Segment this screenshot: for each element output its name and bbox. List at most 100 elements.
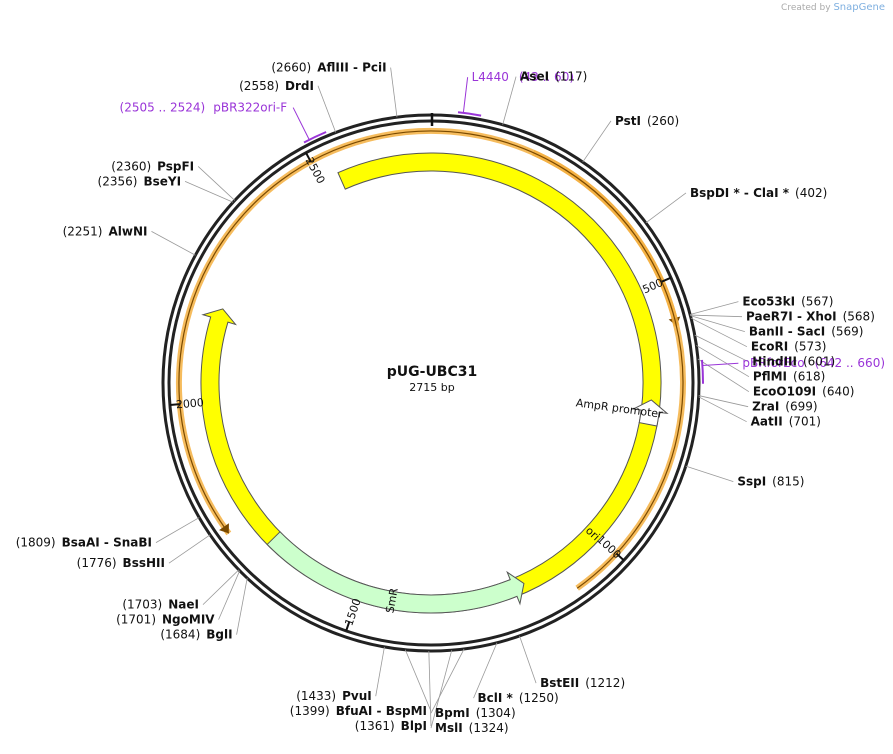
site-position: (567)	[801, 295, 833, 309]
leader-bfuai	[404, 649, 432, 712]
site-enzyme: BglI	[206, 628, 232, 642]
site-enzyme: ZraI	[752, 400, 779, 414]
site-position: (1809)	[16, 536, 56, 550]
site-msli[interactable]: MslI(1324)	[435, 721, 509, 735]
site-enzyme-extra: - PciI	[349, 61, 387, 75]
site-alwni[interactable]: (2251)AlwNI	[63, 224, 148, 238]
site-position: (601)	[803, 355, 835, 369]
site-position: (1399)	[290, 704, 330, 718]
site-paer7i[interactable]: PaeR7I - XhoI(568)	[746, 310, 875, 324]
site-eco53ki[interactable]: Eco53kI (567)	[742, 295, 833, 309]
ring-tick-2000	[169, 403, 180, 406]
site-position: (568)	[843, 310, 875, 324]
site-position: (701)	[789, 415, 821, 429]
leader-bpmi	[430, 648, 465, 714]
primer-range: (642 .. 660)	[815, 356, 885, 370]
primer-range: (43 .. 60)	[519, 70, 574, 84]
site-bsteii[interactable]: BstEII(1212)	[540, 676, 625, 690]
site-position: (1304)	[476, 706, 516, 720]
site-enzyme: Eco53kI	[742, 295, 795, 309]
site-bgli[interactable]: (1684)BglI	[160, 628, 232, 642]
site-position: (1361)	[355, 719, 395, 733]
site-asei[interactable]: AseI(117)	[520, 70, 587, 84]
site-position: (2360)	[111, 159, 151, 173]
site-enzyme: NaeI	[168, 598, 199, 612]
site-enzyme: MslI	[435, 721, 463, 735]
site-enzyme: PvuI	[342, 689, 372, 703]
ring-tick-1500	[345, 621, 351, 632]
leader-psti	[582, 120, 612, 163]
site-position: (569)	[831, 325, 863, 339]
primer-pbrforeco[interactable]	[701, 359, 705, 384]
site-position: (1776)	[77, 556, 117, 570]
site-ngomiv[interactable]: (1701)NgoMIV	[116, 613, 215, 627]
leader-ngomiv	[218, 570, 241, 620]
site-enzyme-extra: - XhoI	[793, 310, 837, 324]
ring-tick-500	[661, 276, 672, 283]
primer-label-pbrforeco[interactable]: pBRforEco(642 .. 660)	[742, 356, 885, 370]
site-position: (640)	[822, 385, 854, 399]
site-enzyme: AatII	[751, 415, 783, 429]
site-pspfi[interactable]: (2360)PspFI	[111, 159, 194, 173]
primer-l4440[interactable]	[457, 111, 482, 117]
site-enzyme: BlpI	[401, 719, 427, 733]
leader-msli	[430, 650, 453, 729]
leader-zrai	[698, 395, 749, 408]
site-enzyme: HindIII	[752, 355, 797, 369]
feature-label-smr: SmR	[383, 587, 400, 615]
site-ecoo109i[interactable]: EcoO109I (640)	[753, 385, 855, 399]
site-hindiii[interactable]: HindIII (601)	[752, 355, 835, 369]
primer-label-l4440[interactable]: L4440(43 .. 60)	[472, 70, 574, 84]
site-position: (2558)	[239, 79, 279, 93]
site-bpmi[interactable]: BpmI(1304)	[435, 706, 516, 720]
site-ecori[interactable]: EcoRI(573)	[751, 340, 827, 354]
site-enzyme: NgoMIV	[162, 613, 215, 627]
site-position: (402)	[795, 186, 827, 200]
site-enzyme: EcoO109I	[753, 385, 816, 399]
primer-leader-pbrforeco	[702, 362, 739, 367]
leader-asei	[502, 76, 517, 125]
site-position: (573)	[794, 340, 826, 354]
site-psti[interactable]: PstI(260)	[615, 114, 679, 128]
primer-pbr322ori-f[interactable]	[303, 131, 327, 144]
ring-tick-label-2500: 2500	[303, 155, 328, 186]
site-afliii[interactable]: (2660)AflIII - PciI	[271, 61, 386, 75]
site-enzyme-extra: - SacI	[784, 325, 826, 339]
orf-line-1	[178, 130, 684, 589]
site-enzyme-extra: - ClaI *	[740, 186, 790, 200]
site-enzyme-extra: - SnaBI	[100, 536, 152, 550]
leader-aatii	[698, 396, 747, 423]
primer-range: (2505 .. 2524)	[120, 101, 206, 115]
site-bfuai[interactable]: (1399) BfuAI - BspMI	[290, 704, 427, 718]
site-zrai[interactable]: ZraI(699)	[752, 400, 817, 414]
snapgene-credit: Created by SnapGene	[781, 2, 885, 13]
leader-naei	[202, 569, 240, 605]
site-banii[interactable]: BanII - SacI (569)	[749, 325, 864, 339]
site-enzyme-extra: - BspMI	[372, 704, 427, 718]
site-aatii[interactable]: AatII (701)	[751, 415, 821, 429]
site-bsaai[interactable]: (1809)BsaAI - SnaBI	[16, 536, 152, 550]
site-enzyme: BanII	[749, 325, 784, 339]
site-enzyme: BfuAI	[336, 704, 373, 718]
site-pflmi[interactable]: PflMI(618)	[753, 370, 825, 384]
site-pvui[interactable]: (1433)PvuI	[296, 689, 372, 703]
leader-bcli-	[473, 642, 498, 699]
leader-bsshii	[168, 534, 211, 564]
site-blpi[interactable]: (1361) BlpI	[355, 719, 427, 733]
site-bspdi-[interactable]: BspDI * - ClaI *(402)	[690, 186, 827, 200]
ring-tick-2500	[305, 152, 312, 163]
leader-paer7i	[690, 314, 743, 318]
site-sspi[interactable]: SspI(815)	[737, 475, 804, 489]
site-enzyme: DrdI	[285, 79, 314, 93]
site-drdi[interactable]: (2558) DrdI	[239, 79, 314, 93]
leader-bseyi	[184, 181, 234, 203]
site-bseyi[interactable]: (2356)BseYI	[98, 174, 182, 188]
snapgene-logo: SnapGene	[833, 2, 885, 13]
site-bcli-[interactable]: BclI *(1250)	[478, 691, 559, 705]
site-position: (815)	[772, 475, 804, 489]
leader-bsaai	[155, 517, 200, 543]
site-naei[interactable]: (1703)NaeI	[122, 598, 199, 612]
primer-label-pbr322ori-f[interactable]: (2505 .. 2524)pBR322ori-F	[120, 101, 288, 115]
site-bsshii[interactable]: (1776)BssHII	[77, 556, 165, 570]
